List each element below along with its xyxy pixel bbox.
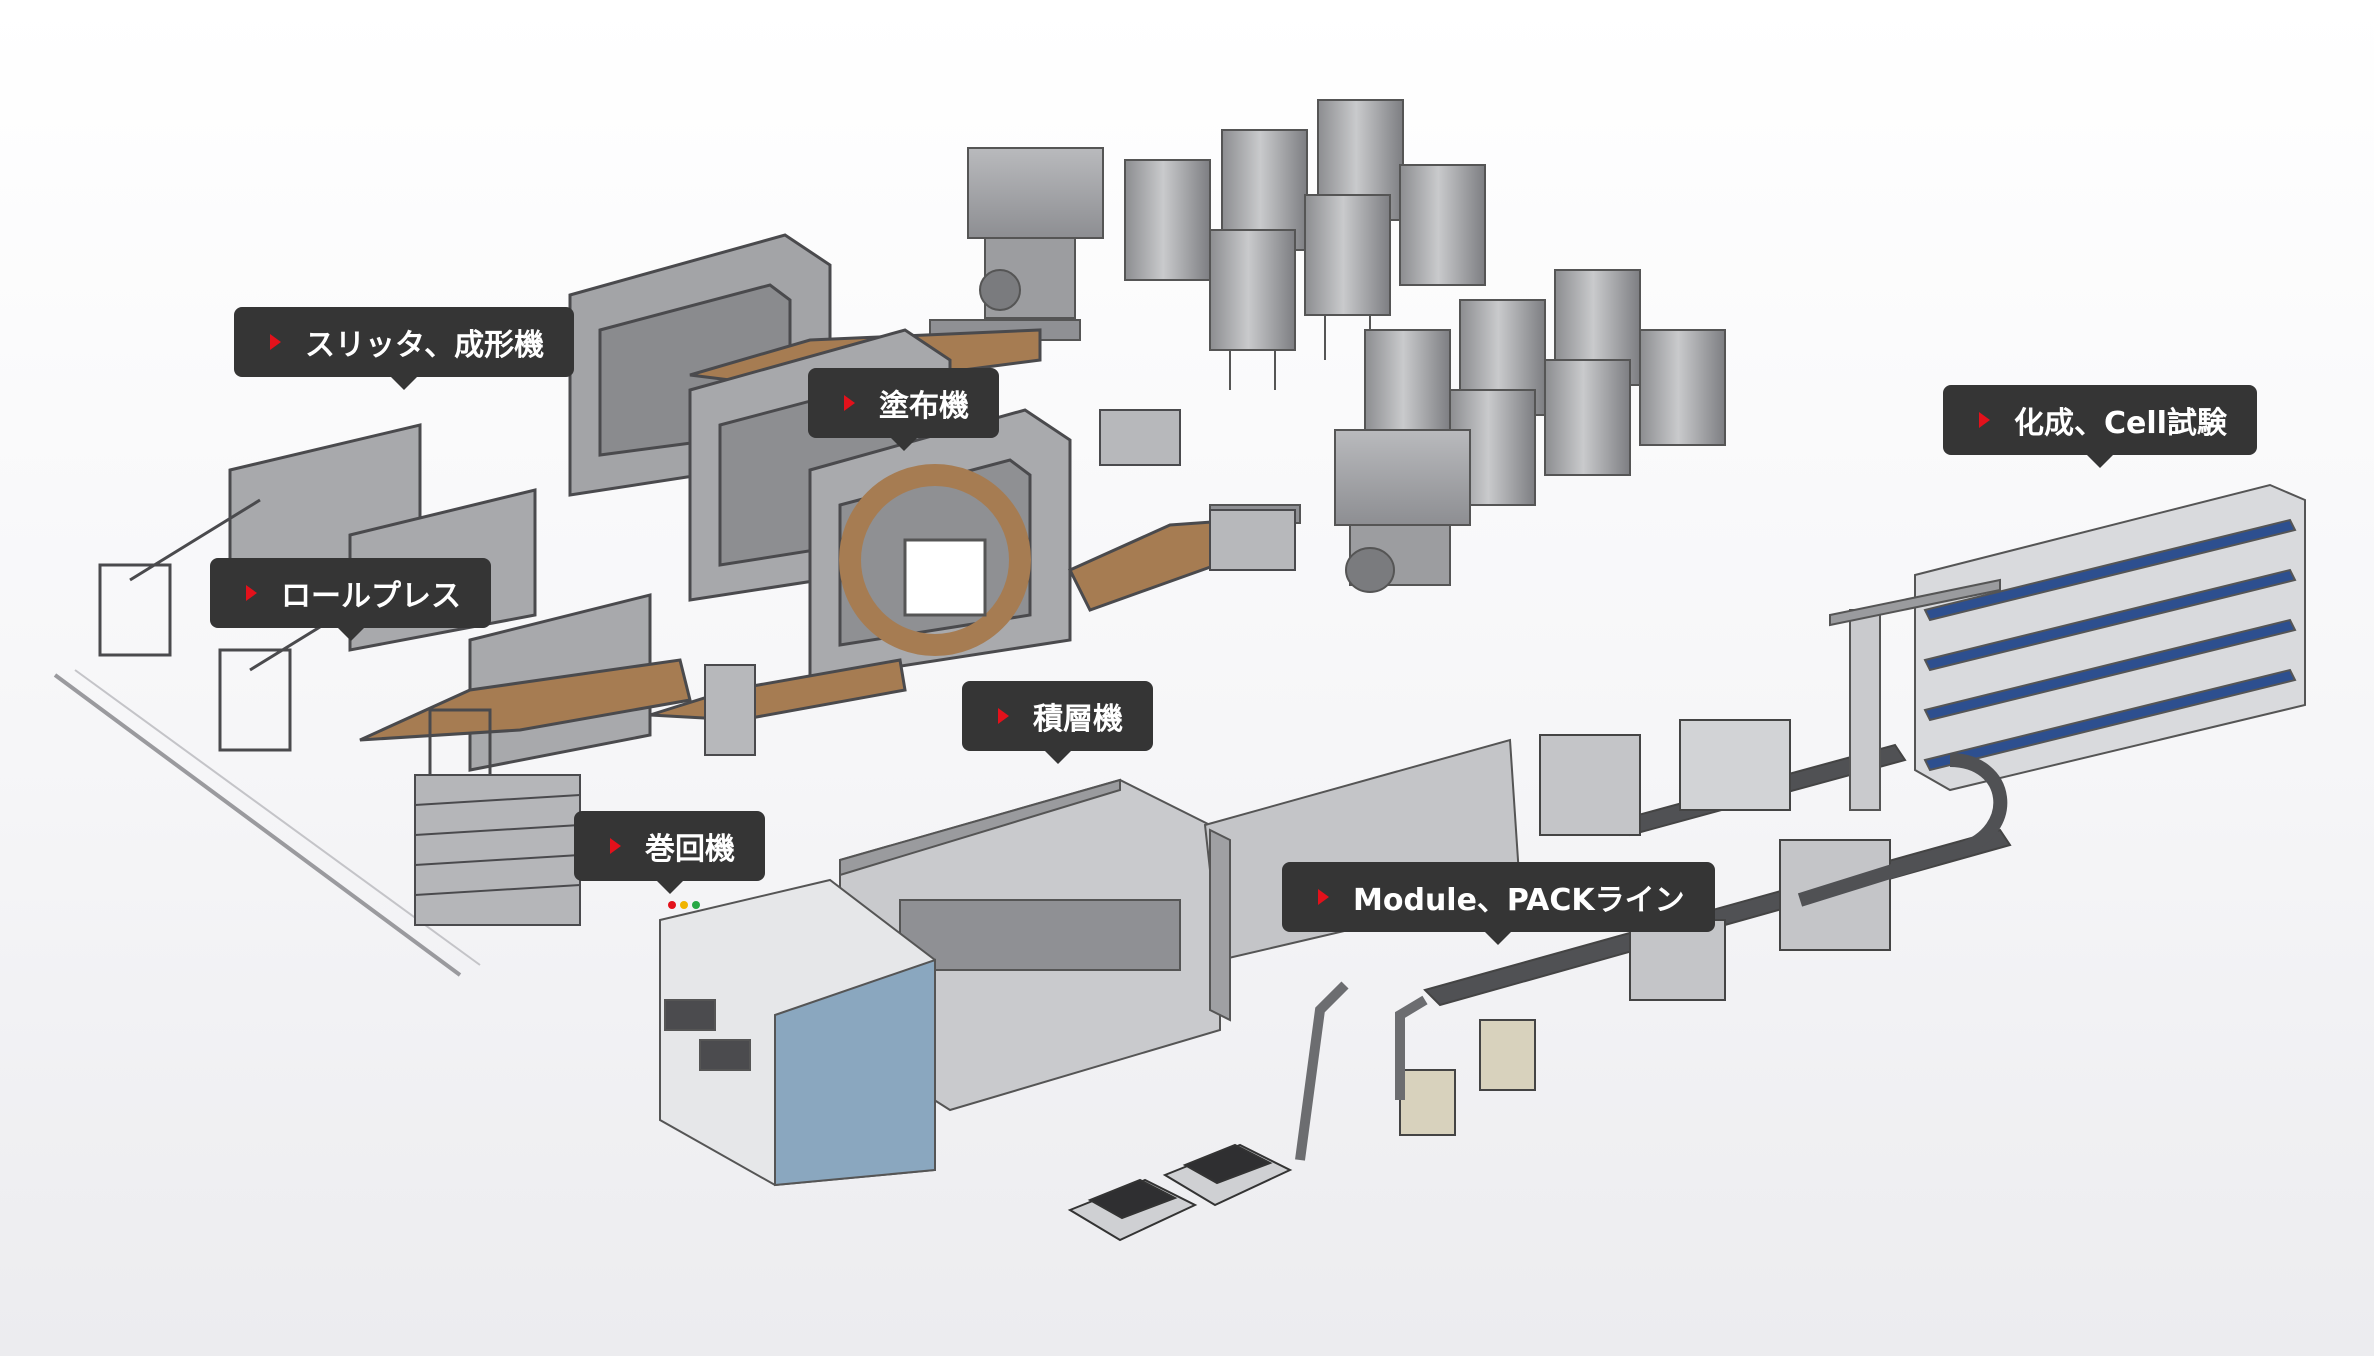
label-stacker: 積層機 [962,681,1153,764]
mixer-front [1209,429,1471,593]
label-winder: 巻回機 [574,811,765,894]
triangle-right-icon [844,395,855,411]
label-text: 巻回機 [645,832,735,867]
callout-pointer [2086,455,2113,468]
label-formation-cell-test: 化成、Cell試験 [1943,385,2257,468]
triangle-right-icon [1979,412,1990,428]
callout-pointer [890,438,917,451]
formation-racks [1797,483,2306,907]
label-text: 積層機 [1033,702,1123,737]
label-text: Module、PACKライン [1353,883,1685,918]
triangle-right-icon [246,585,257,601]
label-slitter-forming: スリッタ、成形機 [234,307,575,390]
callout-pointer [1485,932,1512,945]
label-text: スリッタ、成形機 [305,328,545,363]
slurry-tanks-front [1364,269,1726,506]
callout-pointer [1044,751,1071,764]
label-roll-press: ロールプレス [210,558,491,641]
triangle-right-icon [998,708,1009,724]
callout-pointer [656,881,683,894]
transfer-tables [704,409,1296,756]
triangle-right-icon [270,334,281,350]
label-text: 化成、Cell試験 [2014,406,2227,441]
winding-machine [659,878,936,1187]
module-pack-conveyor [1295,719,2012,1161]
coater-front [808,408,1242,682]
triangle-right-icon [610,838,621,854]
agv-carts [1067,1143,1293,1242]
floor-guide [53,669,481,977]
callout-pointer [391,377,418,390]
electrode-roll-rack [414,774,581,926]
mixer-back [929,147,1104,341]
label-coater: 塗布機 [808,368,999,451]
label-text: ロールプレス [281,579,461,614]
label-module-pack: Module、PACKライン [1282,862,1715,945]
triangle-right-icon [1318,889,1329,905]
callout-pointer [337,628,364,641]
slurry-tanks-back [1124,99,1486,390]
label-text: 塗布機 [879,389,969,424]
